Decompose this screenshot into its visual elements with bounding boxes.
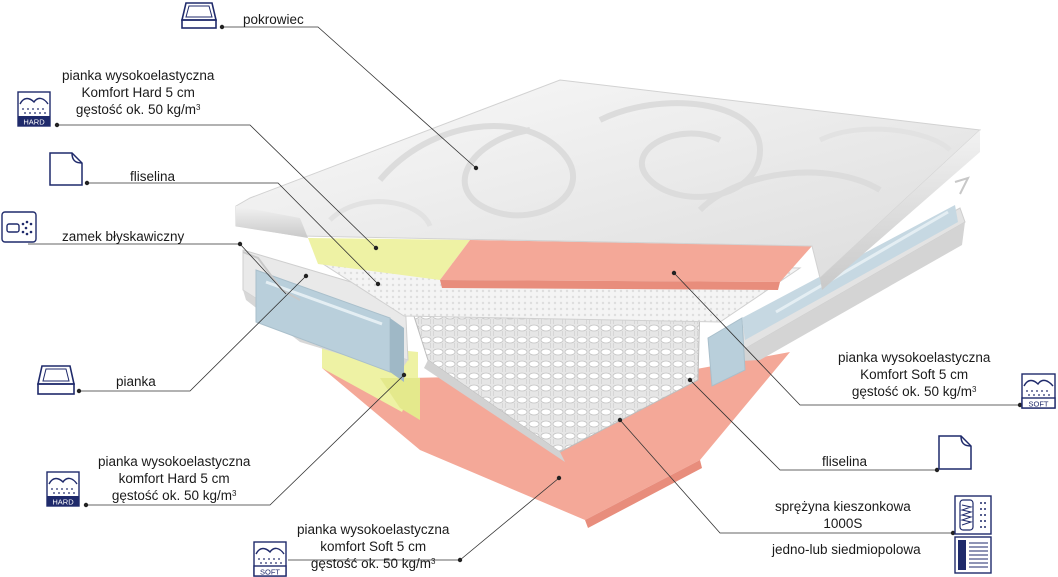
label-zones-text: jedno-lub siedmiopolowa [772, 542, 921, 557]
leader-dot [473, 165, 479, 171]
label-soft-right-line1: pianka wysokoelastyczna [838, 350, 991, 365]
leader-dot [1017, 402, 1023, 408]
leader-fleece-top [87, 182, 379, 285]
top-cover [235, 79, 982, 290]
pocket-spring-icon [954, 495, 992, 535]
comfort-zones-icon [954, 536, 992, 574]
fleece-icon-right [938, 435, 972, 470]
hard-badge: HARD [23, 118, 45, 127]
label-hard-bottom: pianka wysokoelastyczna komfort Hard 5 c… [98, 453, 250, 504]
label-fleece-right: fliselina [822, 453, 867, 470]
leader-dot [84, 180, 90, 186]
leader-dot [950, 530, 956, 536]
zipper-icon [1, 211, 37, 243]
label-soft-bottom-line1: pianka wysokoelastyczna [297, 522, 450, 537]
label-foam: pianka [116, 373, 156, 390]
label-hard-top: pianka wysokoelastyczna Komfort Hard 5 c… [62, 67, 214, 118]
leader-dot [83, 502, 89, 508]
label-spring-line2: 1000S [823, 516, 863, 531]
leader-dot [375, 281, 381, 287]
superscript: 3 [195, 103, 201, 112]
superscript: 3 [971, 385, 977, 394]
leader-dot [671, 270, 677, 276]
label-soft-right-line2: Komfort Soft 5 cm [860, 367, 969, 382]
label-soft-bottom-line2: komfort Soft 5 cm [320, 539, 427, 554]
mattress-cover-icon [180, 2, 218, 29]
leader-dot [556, 475, 562, 481]
label-hard-top-line2: Komfort Hard 5 cm [81, 85, 195, 100]
leader-dot [219, 24, 225, 30]
leader-soft-right [673, 272, 1020, 406]
leader-fleece-right [689, 379, 937, 471]
label-spring-line1: sprężyna kieszonkowa [775, 499, 911, 514]
foam-icon [37, 365, 75, 395]
label-cover: pokrowiec [243, 11, 304, 28]
density-text: gęstość ok. 50 kg/m [111, 488, 232, 503]
label-fleece-right-text: fliselina [822, 454, 868, 469]
leader-dot [934, 467, 940, 473]
label-zipper: zamek błyskawiczny [62, 228, 184, 245]
label-spring: sprężyna kieszonkowa 1000S [775, 498, 911, 532]
density-text: gęstość ok. 50 kg/m [310, 556, 431, 571]
leader-dot [303, 273, 309, 279]
hard-foam-icon-bottom [46, 471, 80, 507]
label-hard-bottom-line1: pianka wysokoelastyczna [98, 454, 251, 469]
soft-foam-icon-right [1021, 373, 1056, 409]
leader-dot [457, 557, 463, 563]
leader-dots [54, 24, 1023, 563]
leader-dot [373, 245, 379, 251]
label-soft-bottom-line3: gęstość ok. 50 kg/m3 [297, 555, 449, 572]
soft-badge-right: SOFT [1029, 400, 1049, 409]
label-fleece-top: fliselina [130, 168, 175, 185]
soft-badge: SOFT [260, 568, 280, 577]
label-soft-bottom: pianka wysokoelastyczna komfort Soft 5 c… [297, 521, 449, 572]
leader-dot [617, 417, 623, 423]
label-zipper-text: zamek błyskawiczny [62, 229, 185, 244]
label-hard-top-line1: pianka wysokoelastyczna [62, 68, 215, 83]
density-text: gęstość ok. 50 kg/m [851, 384, 972, 399]
label-hard-bottom-line2: komfort Hard 5 cm [118, 471, 230, 486]
right-side-foam [707, 205, 958, 387]
leader-dot [54, 122, 60, 128]
hard-foam-icon [17, 91, 51, 127]
soft-foam-icon [253, 541, 287, 577]
label-hard-bottom-line3: gęstość ok. 50 kg/m3 [98, 487, 250, 504]
label-foam-text: pianka [116, 374, 156, 389]
leader-dot [237, 241, 243, 247]
superscript: 3 [430, 557, 436, 566]
leader-dot [401, 372, 407, 378]
label-fleece-top-text: fliselina [130, 169, 176, 184]
label-soft-right: pianka wysokoelastyczna Komfort Soft 5 c… [838, 349, 990, 400]
superscript: 3 [231, 489, 237, 498]
leader-dot [76, 388, 82, 394]
pocket-spring-core [411, 299, 701, 462]
label-soft-right-line3: gęstość ok. 50 kg/m3 [838, 383, 990, 400]
top-foam-layer [308, 238, 812, 290]
leader-cover [222, 26, 477, 169]
leader-hard-top [57, 124, 377, 249]
hard-badge-bottom: HARD [52, 498, 74, 507]
leader-spring [619, 419, 953, 534]
leader-foam [79, 275, 307, 392]
label-hard-top-line3: gęstość ok. 50 kg/m3 [62, 101, 214, 118]
left-side-foam [255, 269, 404, 382]
label-zones: jedno-lub siedmiopolowa [772, 541, 921, 558]
density-text: gęstość ok. 50 kg/m [75, 102, 196, 117]
leader-hard-bottom [86, 374, 405, 506]
leader-dot [687, 377, 693, 383]
label-cover-text: pokrowiec [243, 12, 304, 27]
fleece-icon [49, 152, 83, 186]
